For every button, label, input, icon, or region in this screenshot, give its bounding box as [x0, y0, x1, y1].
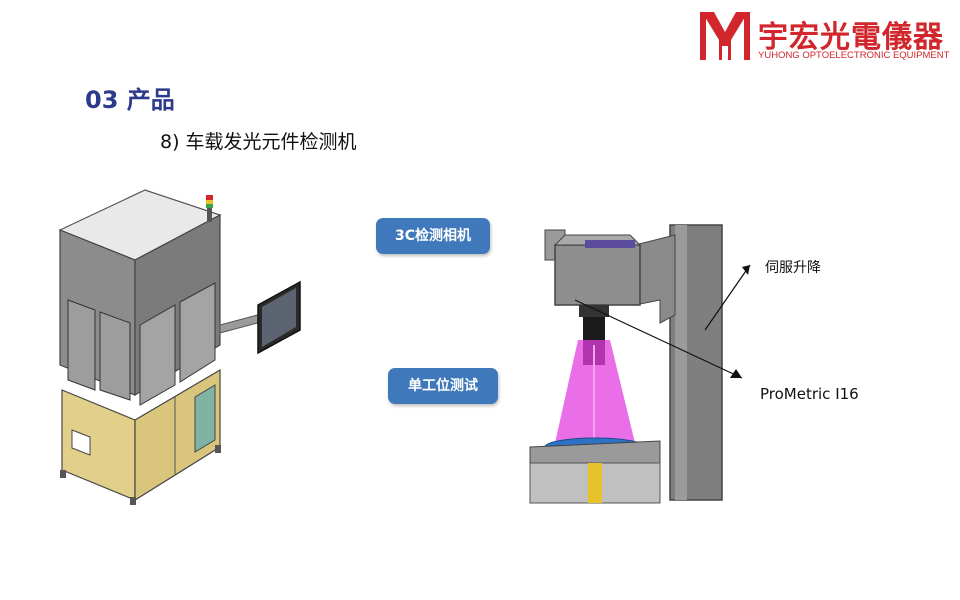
yh-logo-mark — [700, 12, 750, 60]
camera-callout: 3C检测相机 — [376, 218, 490, 254]
company-logo: 宇宏光電儀器 YUHONG OPTOELECTRONIC EQUIPMENT — [700, 10, 955, 65]
section-title: 03 产品 — [85, 86, 175, 114]
product-subtitle: 8) 车载发光元件检测机 — [160, 131, 357, 153]
station-callout: 单工位测试 — [388, 368, 498, 404]
servo-label: 伺服升降 — [765, 260, 821, 276]
logo-text-cn: 宇宏光電儀器 — [758, 20, 944, 55]
logo-text-en: YUHONG OPTOELECTRONIC EQUIPMENT — [758, 50, 950, 61]
detail-illustration — [529, 224, 751, 504]
prometric-label: ProMetric I16 — [760, 385, 859, 403]
machine-illustration — [58, 189, 301, 505]
